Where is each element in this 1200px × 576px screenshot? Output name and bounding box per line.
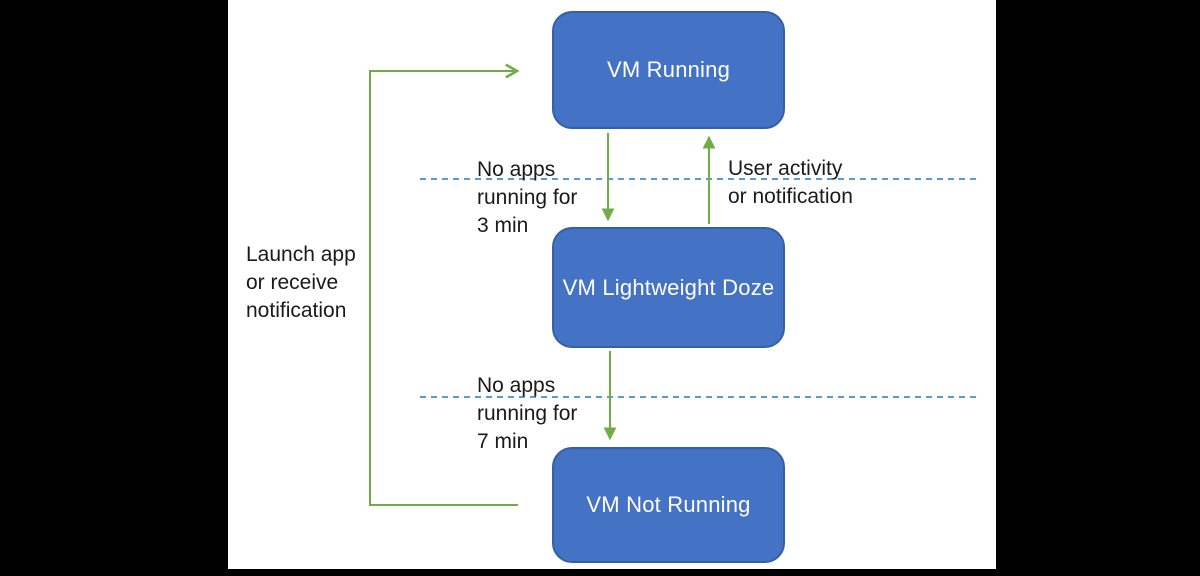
diagram-canvas: VM Running VM Lightweight Doze VM Not Ru… bbox=[228, 0, 996, 569]
edge-label-no-apps-7min: No apps running for 7 min bbox=[477, 374, 578, 453]
edge-label-no-apps-3min: No apps running for 3 min bbox=[477, 158, 578, 237]
node-vm-running-label: VM Running bbox=[606, 57, 731, 82]
arrow-notrunning-to-running-loop bbox=[369, 63, 520, 506]
node-vm-lightweight-doze[interactable]: VM Lightweight Doze bbox=[552, 227, 785, 348]
node-vm-not-running[interactable]: VM Not Running bbox=[552, 447, 785, 563]
node-vm-not-running-label: VM Not Running bbox=[586, 492, 751, 517]
edge-label-user-activity: User activity or notification bbox=[728, 157, 853, 208]
node-vm-lightweight-doze-label: VM Lightweight Doze bbox=[562, 274, 775, 300]
connector-layer bbox=[369, 63, 980, 506]
node-vm-running[interactable]: VM Running bbox=[552, 11, 785, 129]
edge-label-launch-app: Launch app or receive notification bbox=[246, 243, 356, 322]
